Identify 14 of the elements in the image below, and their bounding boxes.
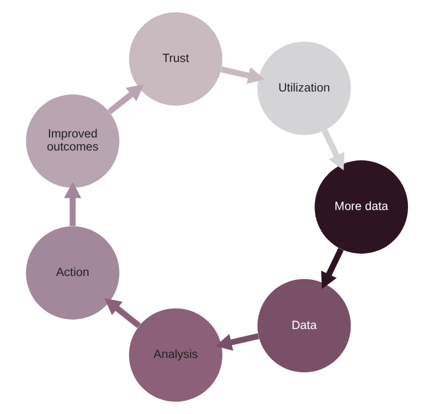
node-circle: Utilization	[256, 42, 350, 135]
node-circle: Data	[256, 279, 350, 372]
arrow	[106, 84, 144, 114]
arrow	[104, 298, 140, 328]
arrow	[321, 129, 344, 170]
node-circle: Analysis	[128, 308, 222, 402]
arrow	[220, 66, 264, 84]
node-circle: More data	[314, 160, 408, 254]
arrow	[320, 248, 344, 290]
node-circle: Improved outcomes	[25, 94, 119, 188]
arrow	[64, 182, 81, 226]
arrow	[214, 333, 259, 351]
node-circle: Trust	[128, 12, 222, 106]
node-circle: Action	[25, 226, 119, 320]
